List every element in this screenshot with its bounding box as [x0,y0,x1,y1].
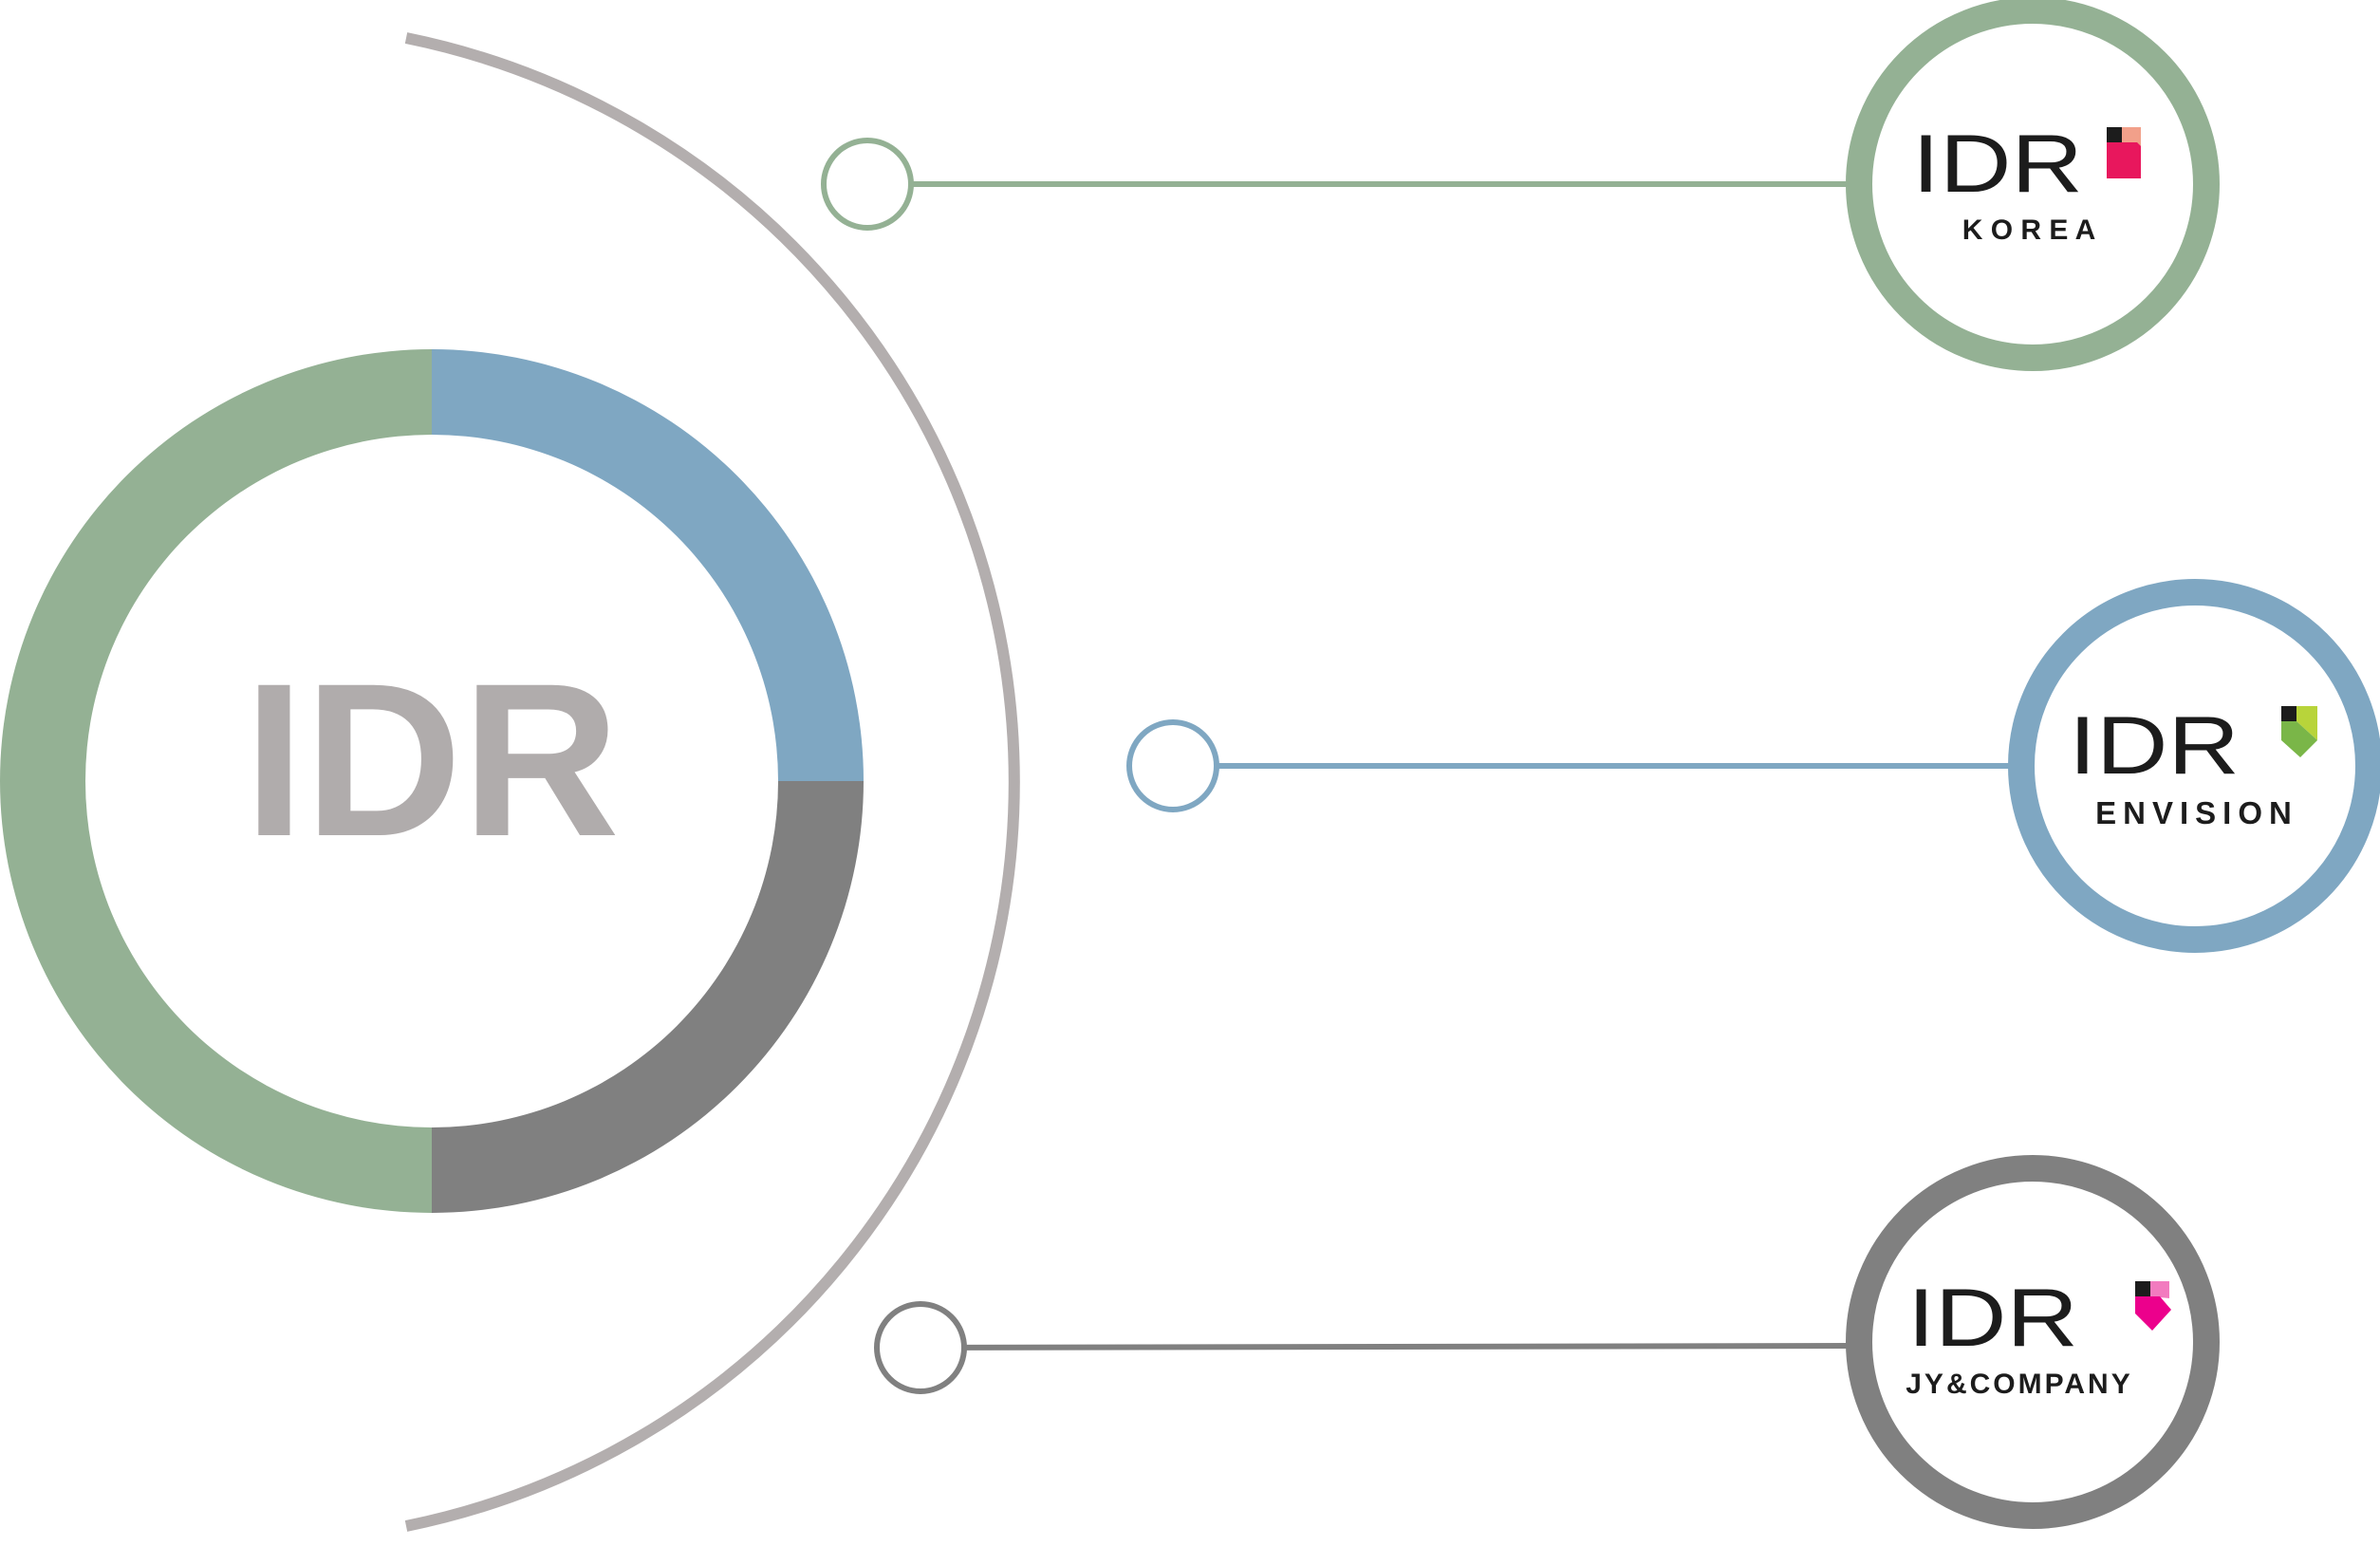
node-envision-ring [2008,579,2380,953]
idr-jycompany-logo: IDR JY&COMPANY [1906,1273,2171,1400]
center-ring-segment-1 [432,781,864,1213]
outer-arc [404,32,1020,1532]
node-korea-ring [1846,0,2220,371]
junction-node-korea [821,138,914,231]
node-envision: IDR ENVISION [2008,579,2380,953]
node-jycompany: IDR JY&COMPANY [1846,1155,2220,1529]
magenta-flag-icon [2135,1281,2171,1331]
center-ring [0,349,864,1213]
logo-sub-korea: K O R E A [1962,214,2096,246]
logo-mark-jycompany: IDR [1907,1273,2078,1364]
green-flag-icon [2281,706,2317,757]
junction-node-jycompany [874,1301,967,1394]
logo-mark-korea: IDR [1912,119,2083,210]
node-jycompany-ring [1846,1155,2220,1529]
logo-sub-envision: ENVISION [2095,795,2298,830]
center-ring-segment-0 [432,349,864,781]
logo-mark-envision: IDR [2069,700,2240,792]
center-title: IDR [244,638,620,882]
node-korea: IDR K O R E A [1846,0,2220,371]
pink-flag-icon [2107,127,2141,178]
logo-sub-jycompany: JY&COMPANY [1906,1369,2132,1400]
center-ring-segment-2 [0,349,432,1213]
junction-node-envision [1126,719,1219,812]
idr-envision-logo: IDR ENVISION [2069,700,2317,830]
connector-line-jycompany [920,1343,1853,1351]
idr-korea-logo: IDR K O R E A [1912,119,2141,246]
